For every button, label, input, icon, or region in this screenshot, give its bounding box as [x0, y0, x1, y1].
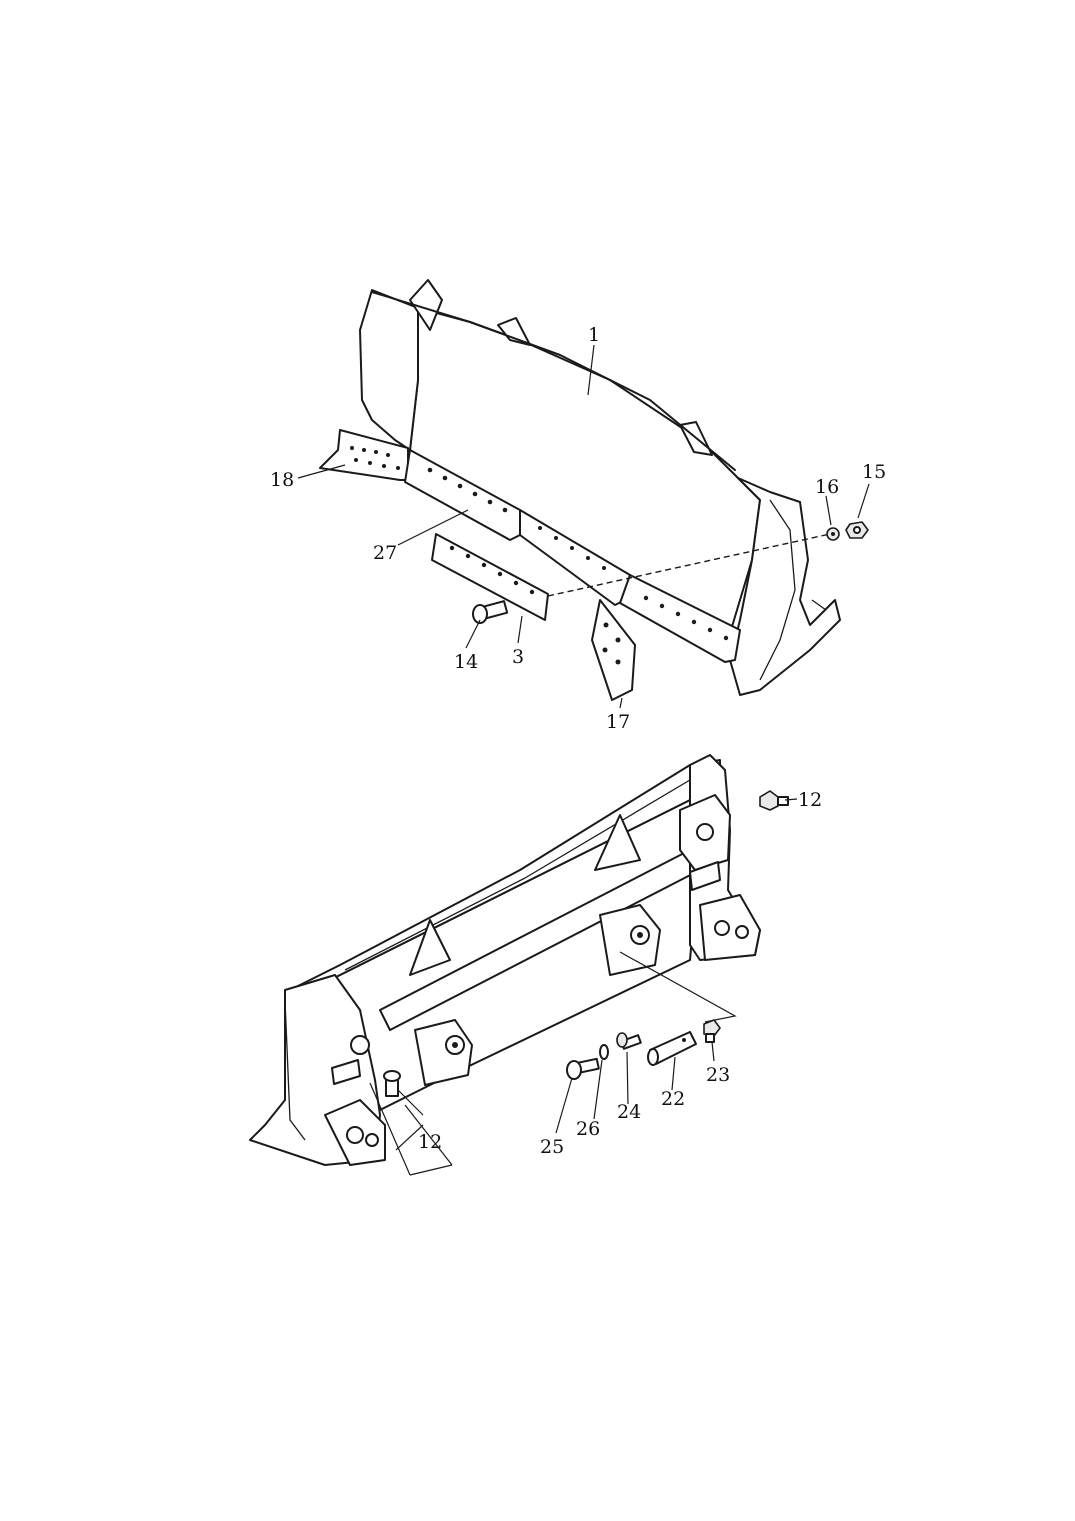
blade-top-rib-1: [409, 279, 443, 331]
bottom-leaders: [369, 798, 798, 1176]
part-label-15: 15: [862, 461, 886, 483]
part-label-23: 23: [706, 1064, 730, 1086]
blade-assembly: [319, 279, 869, 701]
part-label-12-bottom: 12: [418, 1131, 442, 1153]
part-label-22: 22: [661, 1088, 685, 1110]
part-label-18: 18: [270, 469, 294, 491]
wear-plate-17: [591, 599, 636, 701]
rear-rib-mid: [594, 814, 641, 871]
left-foot-holes: [350, 446, 400, 470]
fitting-23: [703, 1019, 721, 1043]
bolt-14: [472, 600, 509, 624]
part-label-3: 3: [512, 646, 524, 668]
blade-top-edge: [371, 291, 736, 471]
wear-plate-17-holes: [602, 622, 621, 665]
bolt-25: [566, 1057, 600, 1080]
rear-rib-left: [409, 919, 451, 976]
assembly-line-top: [547, 533, 831, 597]
pin-22: [647, 1031, 697, 1066]
part-label-24: 24: [617, 1101, 641, 1123]
cutting-edge-right: [619, 574, 741, 663]
edge-plate-3: [431, 533, 549, 621]
blade-right-end: [729, 477, 841, 696]
part-label-16: 16: [815, 476, 839, 498]
rear-right-slot: [689, 861, 721, 891]
grease-bolt-12-bottom: [383, 1070, 401, 1097]
edge-plate-3-holes: [449, 545, 535, 595]
blade-left-foot: [319, 429, 409, 481]
bolt-24: [616, 1032, 642, 1050]
part-label-12-top: 12: [798, 789, 822, 811]
cutting-edge-27-holes: [427, 467, 508, 513]
blade-rear-assembly: [249, 754, 789, 1166]
washer-26: [599, 1044, 609, 1060]
part-label-26: 26: [576, 1118, 600, 1140]
blade-left-side-plate: [359, 289, 419, 451]
part-label-25: 25: [540, 1136, 564, 1158]
grease-bolt-12-top: [759, 790, 789, 811]
part-label-14: 14: [454, 651, 478, 673]
part-label-27: 27: [373, 542, 397, 564]
cutting-edge-middle-holes: [538, 526, 606, 570]
top-leaders: [297, 344, 870, 709]
blade-moldboard: [409, 307, 761, 641]
trunnion-bracket-right: [599, 904, 661, 976]
cutting-edge-right-holes: [643, 595, 729, 641]
part-label-17: 17: [606, 711, 630, 733]
rear-left-slot: [331, 1059, 361, 1085]
part-label-1: 1: [588, 324, 600, 346]
cutting-edge-27: [404, 449, 521, 541]
rear-right-lug: [699, 894, 761, 961]
